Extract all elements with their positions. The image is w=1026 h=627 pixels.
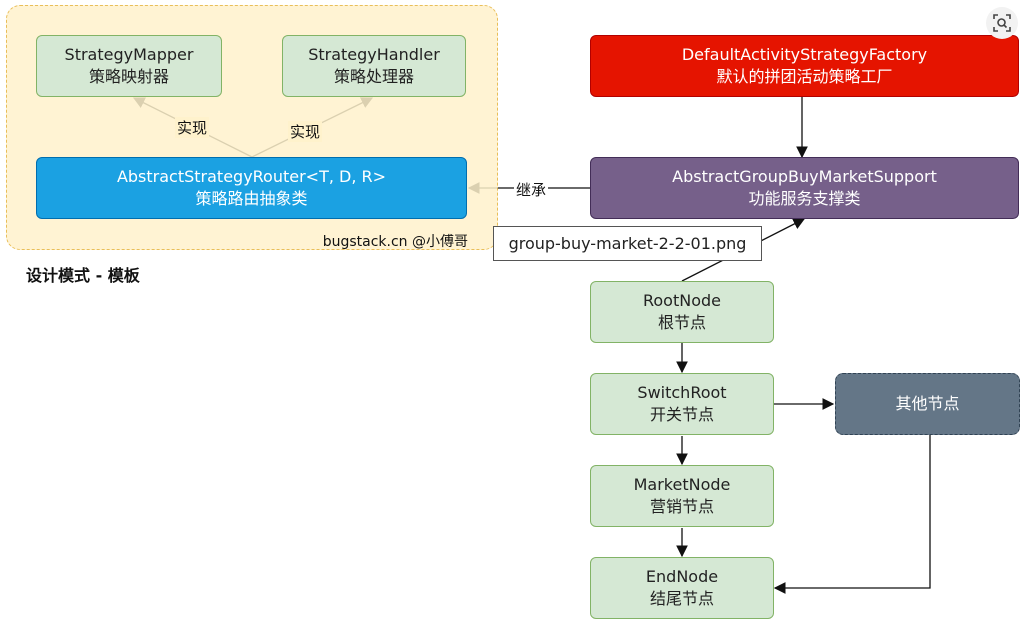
switch-node-desc: 开关节点: [649, 405, 714, 424]
router-name: AbstractStrategyRouter<T, D, R>: [116, 167, 387, 186]
market-node[interactable]: MarketNode 营销节点: [590, 465, 774, 527]
inherit-label: 继承: [514, 179, 549, 200]
default-activity-strategy-factory-node[interactable]: DefaultActivityStrategyFactory 默认的拼团活动策略…: [590, 35, 1019, 97]
root-node[interactable]: RootNode 根节点: [590, 281, 774, 343]
switch-node-name: SwitchRoot: [637, 383, 727, 402]
other-nodes-node[interactable]: 其他节点: [835, 373, 1020, 435]
support-desc: 功能服务支撑类: [748, 189, 861, 208]
impl-label-right: 实现: [288, 121, 323, 142]
abstract-strategy-router-node[interactable]: AbstractStrategyRouter<T, D, R> 策略路由抽象类: [36, 157, 467, 219]
market-node-desc: 营销节点: [649, 497, 714, 516]
diagram-title: 设计模式 - 模板: [26, 266, 140, 285]
factory-desc: 默认的拼团活动策略工厂: [716, 67, 893, 86]
factory-name: DefaultActivityStrategyFactory: [681, 45, 928, 64]
lens-search-icon[interactable]: [986, 7, 1018, 39]
strategy-mapper-node[interactable]: StrategyMapper 策略映射器: [36, 35, 222, 97]
other-to-end-arrow: [773, 435, 931, 594]
router-desc: 策略路由抽象类: [195, 189, 308, 208]
strategy-mapper-desc: 策略映射器: [88, 67, 169, 86]
market-node-name: MarketNode: [633, 475, 731, 494]
impl-label-left: 实现: [175, 117, 210, 138]
root-node-name: RootNode: [642, 291, 721, 310]
switch-root-node[interactable]: SwitchRoot 开关节点: [590, 373, 774, 435]
strategy-handler-node[interactable]: StrategyHandler 策略处理器: [282, 35, 466, 97]
end-node-name: EndNode: [645, 567, 719, 586]
abstract-group-buy-market-support-node[interactable]: AbstractGroupBuyMarketSupport 功能服务支撑类: [590, 157, 1019, 219]
end-node-desc: 结尾节点: [649, 589, 714, 608]
other-nodes-label: 其他节点: [895, 394, 960, 413]
end-node[interactable]: EndNode 结尾节点: [590, 557, 774, 619]
image-filename-tooltip: group-buy-market-2-2-01.png: [493, 226, 762, 261]
root-node-desc: 根节点: [657, 313, 706, 332]
strategy-handler-name: StrategyHandler: [308, 45, 440, 64]
strategy-handler-desc: 策略处理器: [333, 67, 414, 86]
signature-text: bugstack.cn @小傅哥: [322, 234, 468, 250]
support-name: AbstractGroupBuyMarketSupport: [672, 167, 937, 186]
strategy-mapper-name: StrategyMapper: [64, 45, 194, 64]
